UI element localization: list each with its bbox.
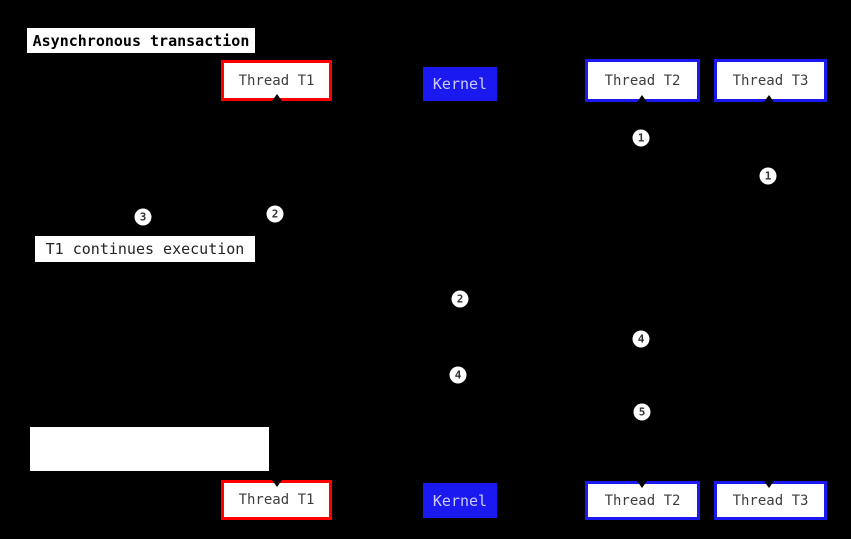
lifeline-arrowhead-icon: [637, 95, 647, 102]
sequence-number-2: 2: [451, 290, 469, 308]
participant-thread-t3-top: Thread T3: [714, 59, 827, 102]
diagram-title: Asynchronous transaction: [27, 28, 255, 53]
sequence-number-5: 5: [633, 403, 651, 421]
note-t1-continues-execution: T1 continues execution: [35, 236, 255, 262]
participant-kernel-top: Kernel: [423, 67, 497, 101]
lifeline-arrowhead-icon: [764, 481, 774, 488]
participant-kernel-bottom: Kernel: [423, 483, 497, 518]
sequence-number-2: 2: [266, 205, 284, 223]
sequence-number-1: 1: [632, 129, 650, 147]
lifeline-arrowhead-icon: [764, 95, 774, 102]
participant-thread-t3-bottom: Thread T3: [714, 481, 827, 520]
sequence-number-1: 1: [759, 167, 777, 185]
sequence-number-4: 4: [632, 330, 650, 348]
sequence-number-3: 3: [134, 208, 152, 226]
blank-note-box: [30, 427, 269, 471]
lifeline-arrowhead-icon: [637, 481, 647, 488]
lifeline-arrowhead-icon: [272, 94, 282, 101]
participant-thread-t2-top: Thread T2: [585, 59, 700, 102]
lifeline-arrowhead-icon: [272, 480, 282, 487]
sequence-number-4: 4: [449, 366, 467, 384]
participant-thread-t1-bottom: Thread T1: [221, 480, 332, 520]
